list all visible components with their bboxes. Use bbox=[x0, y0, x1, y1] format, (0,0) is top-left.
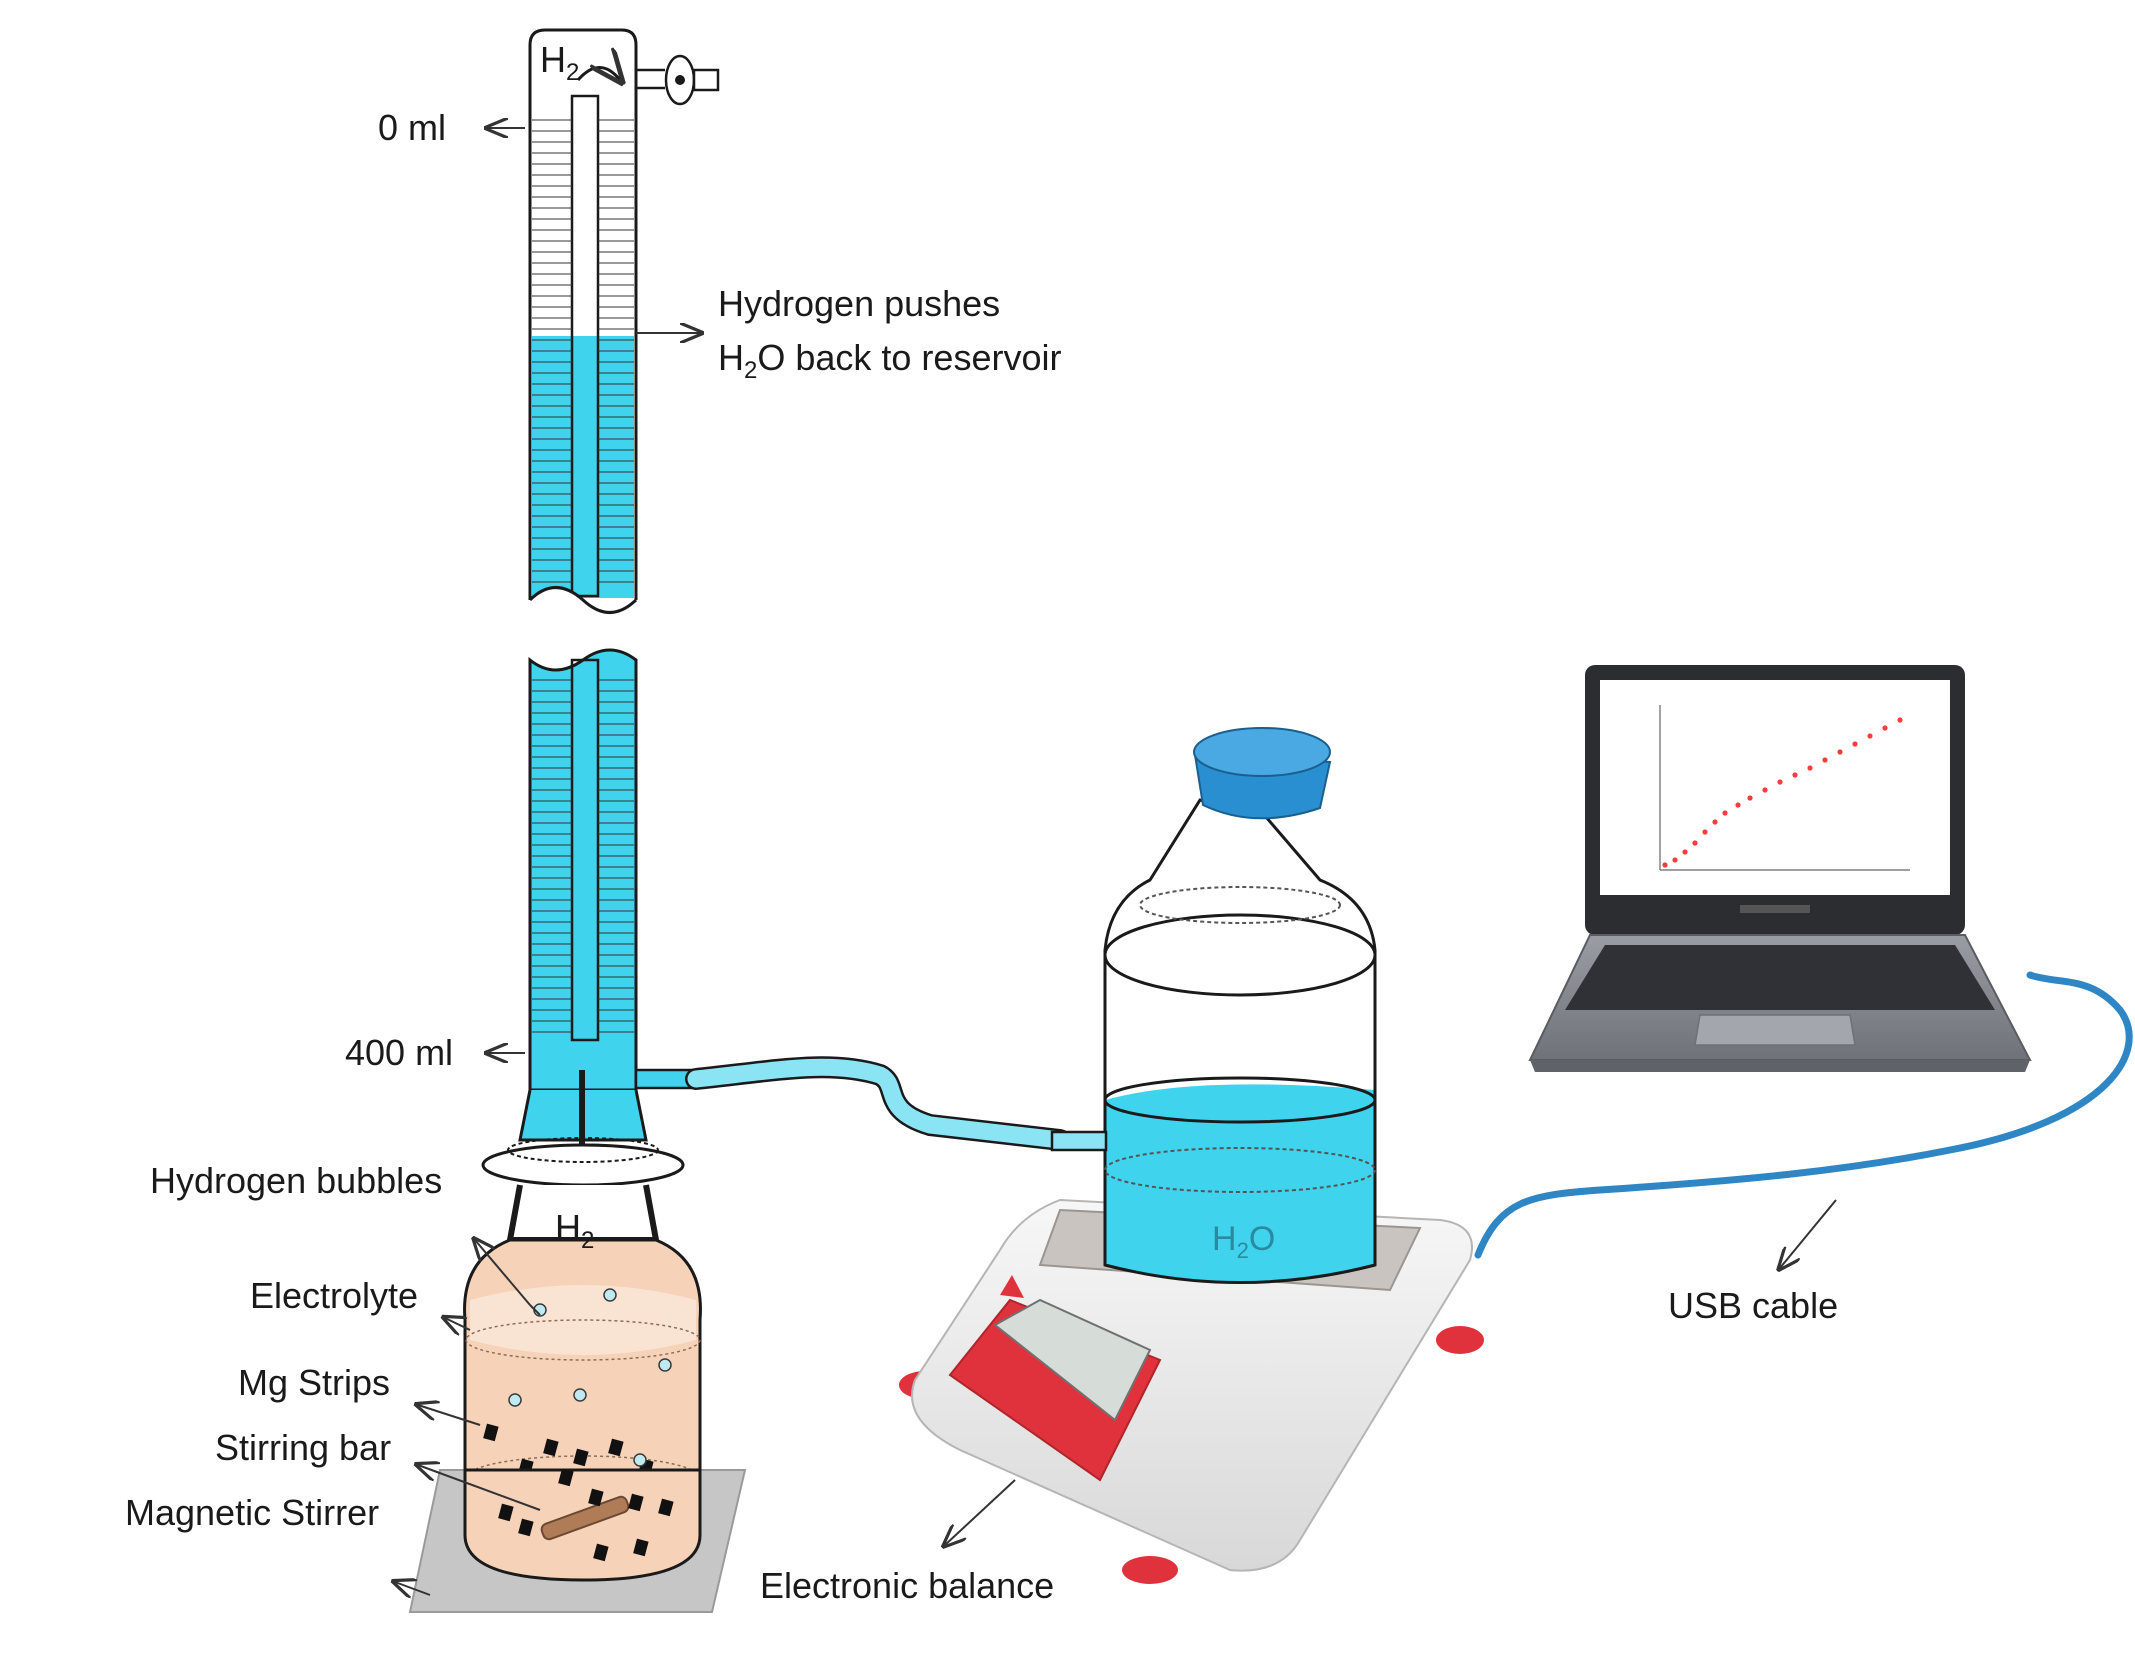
screen-graph-point bbox=[1882, 725, 1888, 731]
screen-graph-point bbox=[1897, 717, 1903, 723]
bottle-icon bbox=[1050, 727, 1377, 1284]
screen-graph-point bbox=[1712, 819, 1718, 825]
mg-strip bbox=[558, 1468, 574, 1487]
bubbles-arrow bbox=[475, 1240, 531, 1306]
reservoir-h2o-label: H2O bbox=[1212, 1220, 1275, 1263]
magnetic-stirrer-label: Magnetic Stirrer bbox=[125, 1492, 379, 1533]
screen-graph-point bbox=[1747, 795, 1753, 801]
electrolyte-arrow bbox=[445, 1318, 471, 1330]
screen-graph-point bbox=[1672, 857, 1678, 863]
mg-strips bbox=[483, 1423, 654, 1477]
mg-strip bbox=[628, 1493, 644, 1512]
mg-strip bbox=[483, 1423, 499, 1442]
balance-arrow bbox=[945, 1479, 1016, 1545]
screen-graph-point bbox=[1702, 829, 1708, 835]
screen-graph-point bbox=[1807, 765, 1813, 771]
bubble bbox=[658, 1358, 672, 1372]
mg-strips-lower bbox=[498, 1468, 674, 1562]
hydrogen-pushes-line2: H2O back to reservoir bbox=[718, 337, 1061, 384]
hydrogen-bubbles-label: Hydrogen bubbles bbox=[150, 1160, 442, 1201]
screen-graph-point bbox=[1662, 862, 1668, 868]
mg-strip bbox=[608, 1438, 624, 1457]
stopcock-icon bbox=[636, 54, 720, 106]
burette-upper bbox=[528, 28, 720, 614]
bubble bbox=[508, 1393, 522, 1407]
mg-strip bbox=[588, 1488, 604, 1507]
screen-graph-point bbox=[1837, 749, 1843, 755]
mg-strip bbox=[633, 1538, 649, 1557]
burette-water-upper bbox=[532, 336, 634, 598]
hydrogen-pushes-line1: Hydrogen pushes bbox=[718, 283, 1000, 324]
burette-lower bbox=[518, 648, 698, 1180]
magnetic-stirrer-arrow bbox=[395, 1582, 431, 1595]
stirring-bar-label: Stirring bar bbox=[215, 1427, 391, 1468]
mg-strip bbox=[593, 1543, 609, 1562]
burette-graduations-lower bbox=[532, 679, 634, 1033]
mg-strips-arrow bbox=[418, 1405, 481, 1426]
h2-jar-label: H2 bbox=[555, 1207, 594, 1254]
bubble bbox=[603, 1288, 617, 1302]
screen-graph-points bbox=[1662, 717, 1903, 868]
four-hundred-ml-label: 400 ml bbox=[345, 1032, 453, 1073]
screen-graph-point bbox=[1822, 757, 1828, 763]
electrolyte-label: Electrolyte bbox=[250, 1275, 418, 1316]
electronic-balance-label: Electronic balance bbox=[760, 1565, 1054, 1606]
screen-graph-point bbox=[1762, 787, 1768, 793]
screen-graph-point bbox=[1867, 733, 1873, 739]
zero-ml-label: 0 ml bbox=[378, 107, 446, 148]
mg-strip bbox=[518, 1518, 534, 1537]
burette-graduations-upper bbox=[532, 119, 634, 583]
usb-cable bbox=[1474, 971, 2133, 1259]
screen-graph-point bbox=[1792, 772, 1798, 778]
h2-top-label: H2 bbox=[540, 39, 579, 86]
usb-cable-label: USB cable bbox=[1668, 1285, 1838, 1326]
mg-strips-label: Mg Strips bbox=[238, 1362, 390, 1403]
laptop-icon bbox=[1528, 665, 2032, 1072]
screen-graph-point bbox=[1777, 779, 1783, 785]
screen-graph-point bbox=[1735, 802, 1741, 808]
screen-graph-point bbox=[1692, 840, 1698, 846]
mg-strip bbox=[573, 1448, 589, 1467]
screen-graph-point bbox=[1682, 849, 1688, 855]
bubble bbox=[633, 1453, 647, 1467]
usb-cable-arrow bbox=[1780, 1199, 1837, 1268]
screen-graph-point bbox=[1852, 741, 1858, 747]
mg-strip bbox=[543, 1438, 559, 1457]
burette-gas-region bbox=[532, 46, 634, 336]
bubble bbox=[573, 1388, 587, 1402]
mg-strip bbox=[658, 1498, 674, 1517]
mg-strip bbox=[498, 1503, 514, 1522]
stirring-bar-arrow bbox=[418, 1465, 541, 1511]
screen-graph-point bbox=[1722, 810, 1728, 816]
